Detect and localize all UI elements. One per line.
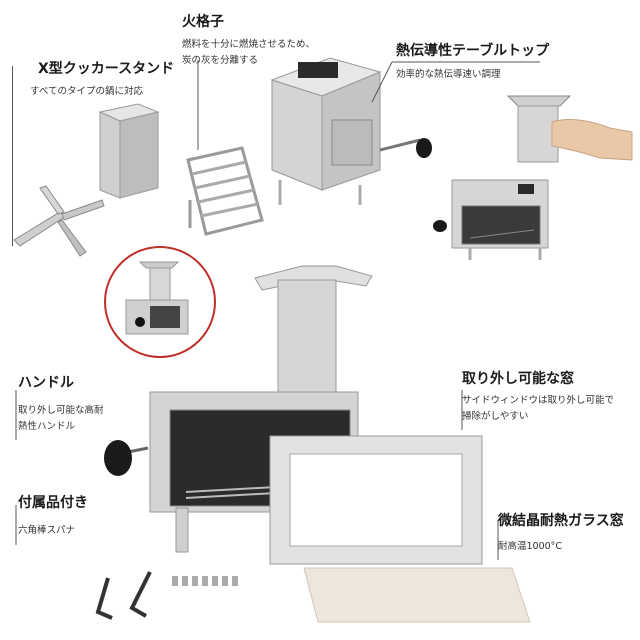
stove-side-view — [433, 179, 549, 260]
glass-window-title: 微結晶耐熱ガラス窓 — [498, 513, 624, 529]
grate-desc-line1: 燃料を十分に燃焼させるため、 — [182, 39, 316, 50]
fire-grate — [186, 146, 264, 236]
glass-window-desc: 耐高温1000°C — [498, 541, 563, 552]
screws — [172, 576, 238, 586]
handle-desc-line1: 取り外し可能な高耐 — [18, 405, 104, 416]
glass-panel — [303, 567, 531, 623]
x-stand-desc: すべてのタイプの鍋に対応 — [30, 86, 143, 97]
x-stand-title: X型クッカースタンド — [38, 61, 175, 77]
accessory-desc: 六角棒スパナ — [18, 525, 76, 536]
x-stand-guide-line — [12, 66, 13, 246]
removable-window-desc-line2: 掃除がしやすい — [462, 411, 529, 422]
removable-chimney-with-hand — [506, 95, 633, 163]
table-top-desc: 効率的な熱伝導速い調理 — [396, 69, 501, 80]
assembled-stove-thumbnail — [104, 246, 216, 358]
handle-desc-line2: 熱性ハンドル — [18, 421, 76, 432]
accessory-title: 付属品付き — [18, 495, 88, 511]
table-top-title: 熱伝導性テーブルトップ — [396, 43, 550, 59]
square-chimney-tube — [98, 103, 160, 199]
stove-top-view — [270, 57, 432, 205]
x-cooker-stand — [13, 185, 105, 257]
removable-window-frame — [269, 435, 483, 565]
removable-window-title: 取り外し可能な窓 — [462, 371, 574, 387]
removable-window-desc-line1: サイドウィンドウは取り外し可能で — [462, 395, 615, 406]
hex-wrenches — [95, 571, 152, 620]
grate-desc-line2: 炭の灰を分離する — [182, 55, 259, 66]
handle-title: ハンドル — [18, 375, 74, 391]
grate-title: 火格子 — [182, 14, 224, 30]
